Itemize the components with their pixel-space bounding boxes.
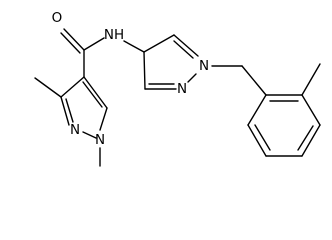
benzyl-linker-bonds	[211, 65, 267, 96]
pyrazole-a-n1-label: N	[95, 132, 105, 148]
pyrazole-ring-a-bonds	[60, 76, 108, 139]
pyrazole-b-n2-label: N	[177, 81, 187, 97]
pyrazole-b-n1-label: N	[199, 58, 209, 74]
c3-methyl-bond	[34, 77, 62, 98]
carbonyl-oxygen-label: O	[52, 10, 63, 26]
tolyl-methyl-bond	[301, 63, 321, 96]
amide-bonds	[60, 28, 145, 78]
pyrazole-ring-b-bonds	[143, 34, 199, 90]
amide-nitrogen-label: NH	[104, 27, 124, 43]
pyrazole-a-n2-label: N	[70, 122, 80, 138]
tolyl-ring-bonds	[247, 94, 321, 157]
structure-diagram: O NH N N N N	[34, 10, 321, 167]
